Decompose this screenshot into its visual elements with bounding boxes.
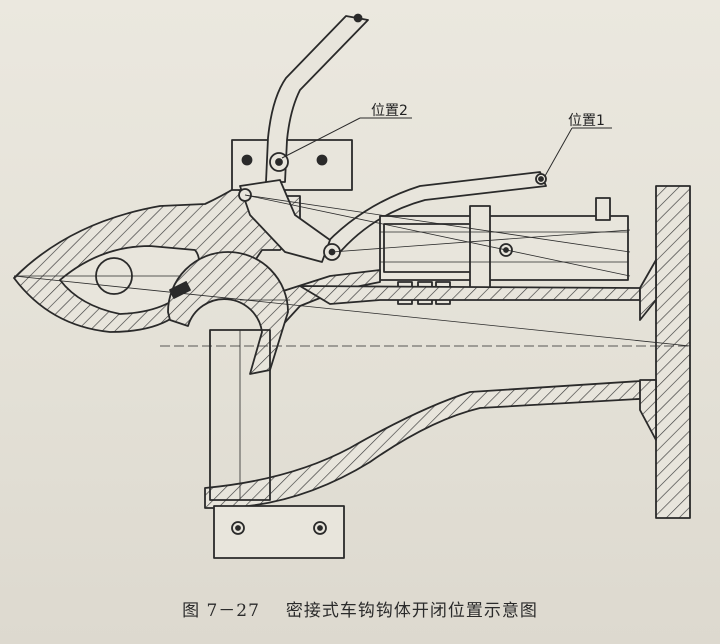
leader-position2 (281, 117, 361, 159)
label-position1: 位置1 (568, 113, 605, 129)
end-flange (655, 185, 691, 519)
knuckle-ring (167, 251, 289, 375)
lever-top-pin (353, 13, 363, 23)
label-position2: 位置2 (371, 103, 408, 119)
body-lower-wall (204, 379, 657, 509)
upper-plate-bolt-1 (241, 154, 253, 166)
upper-plate (231, 139, 353, 191)
caption-title: 密接式车钩钩体开闭位置示意图 (285, 601, 538, 621)
figure-caption: 图 7－27 密接式车钩钩体开闭位置示意图 (0, 596, 720, 621)
caption-number: 图 7－27 (182, 601, 260, 621)
body-top-rail (299, 285, 641, 305)
leader-position1 (544, 127, 573, 177)
actuator-flange (469, 205, 491, 299)
upper-plate-bolt-2 (316, 154, 328, 166)
